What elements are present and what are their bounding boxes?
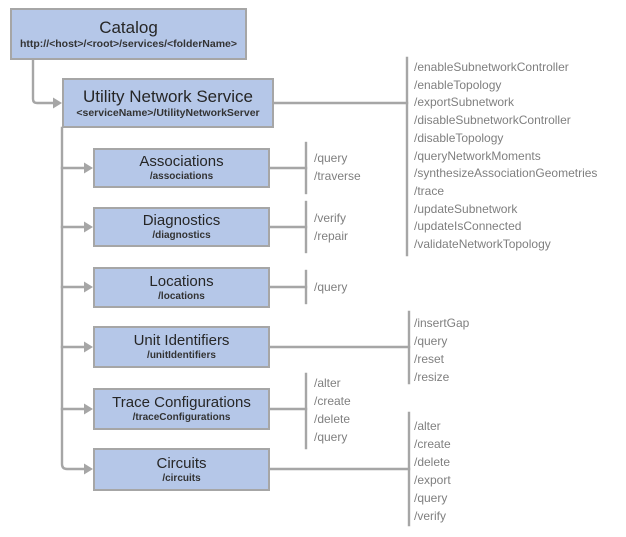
ops-list-locations: /query [314,278,347,296]
node-unit-identifiers-title: Unit Identifiers [133,332,230,349]
op-item: /query [414,334,448,348]
ops-list-trace-configurations: /alter /create /delete /query [314,374,351,446]
op-item: /disableTopology [414,130,504,145]
op-item: /traverse [314,169,361,183]
ops-list-circuits: /alter /create /delete /export /query /v… [414,417,451,525]
op-item: /alter [314,376,341,390]
op-item: /delete [414,455,451,469]
node-trace-configurations-title: Trace Configurations [112,394,251,411]
op-item: /query [314,280,348,294]
node-unit-identifiers-subtitle: /unitIdentifiers [147,350,216,361]
op-item: /query [414,491,448,505]
op-item: /create [314,394,351,408]
arrowhead-icon [84,403,93,415]
op-item: /updateSubnetwork [414,201,518,216]
ops-list-unit-identifiers: /insertGap /query /reset /resize [414,314,469,386]
op-item: /validateNetworkTopology [414,237,551,252]
node-uns-subtitle: <serviceName>/UtilityNetworkServer [76,107,260,119]
node-circuits: Circuits /circuits [93,448,270,491]
op-item: /queryNetworkMoments [414,148,541,163]
arrowhead-group [53,97,93,475]
op-item: /synthesizeAssociationGeometries [414,166,598,181]
node-associations-title: Associations [139,153,224,170]
node-unit-identifiers: Unit Identifiers /unitIdentifiers [93,326,270,368]
node-diagnostics: Diagnostics /diagnostics [93,207,270,247]
node-catalog-title: Catalog [99,18,158,37]
node-uns-title: Utility Network Service [82,87,254,106]
op-item: /query [314,151,348,165]
op-item: /verify [414,509,447,523]
node-associations-subtitle: /associations [149,171,214,182]
op-item: /alter [414,419,441,433]
op-item: /insertGap [414,316,470,330]
node-trace-configurations: Trace Configurations /traceConfiguration… [93,388,270,430]
node-catalog: Catalog http://<host>/<root>/services/<f… [10,8,247,60]
node-locations-subtitle: /locations [158,290,205,302]
op-item: /disableSubnetworkController [414,113,571,128]
op-item: /resize [414,370,450,384]
node-circuits-subtitle: /circuits [162,472,201,484]
op-item: /delete [314,412,351,426]
node-trace-configurations-subtitle: /traceConfigurations [132,412,231,423]
arrowhead-icon [84,463,93,475]
node-utility-network-service: Utility Network Service <serviceName>/Ut… [62,78,274,128]
ops-list-utility-network-service: /enableSubnetworkController /enableTopol… [414,59,597,254]
connector-uns-trunk [60,126,86,471]
op-item: /enableSubnetworkController [414,60,569,74]
node-circuits-title: Circuits [156,454,207,472]
op-item: /repair [314,229,349,243]
op-item: /reset [414,352,445,366]
op-item: /export [414,473,451,487]
arrowhead-icon [84,162,93,174]
op-item: /enableTopology [414,77,502,92]
connector-catalog-to-uns [31,58,55,105]
op-item: /exportSubnetwork [414,95,515,110]
node-locations: Locations /locations [93,267,270,308]
arrowhead-icon [84,221,93,233]
op-item: /updateIsConnected [414,219,522,234]
op-item: /query [314,430,348,444]
ops-list-associations: /query /traverse [314,149,361,185]
op-item: /trace [414,183,445,198]
node-associations: Associations /associations [93,148,270,188]
arrowhead-icon [84,341,93,353]
node-locations-title: Locations [149,272,214,290]
arrowhead-icon [84,281,93,293]
ops-list-diagnostics: /verify /repair [314,209,348,245]
node-diagnostics-subtitle: /diagnostics [152,230,211,241]
node-catalog-subtitle: http://<host>/<root>/services/<folderNam… [19,38,238,50]
op-item: /create [414,437,451,451]
connector-line-group [31,56,411,527]
op-item: /verify [314,211,347,225]
arrowhead-icon [53,97,62,109]
node-diagnostics-title: Diagnostics [142,212,221,229]
